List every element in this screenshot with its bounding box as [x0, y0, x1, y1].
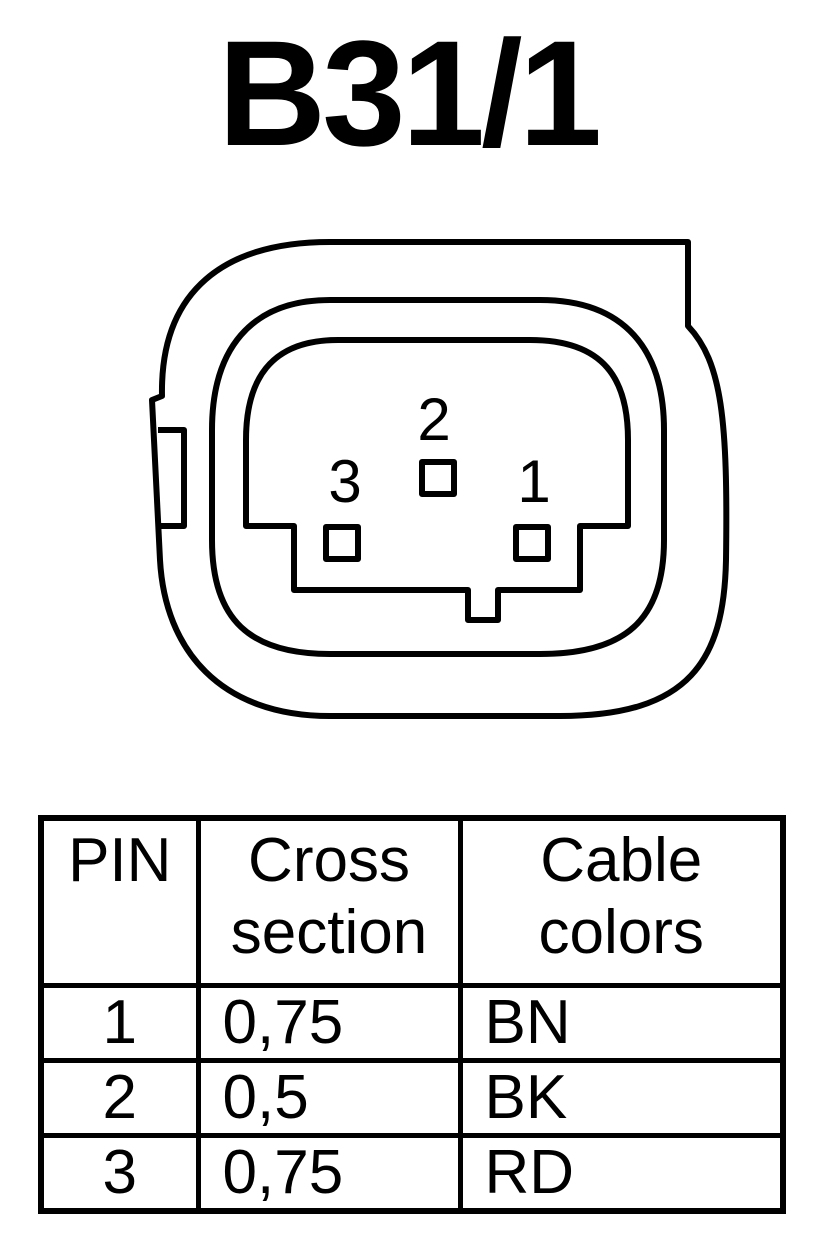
table-row: 2 0,5 BK [38, 1058, 786, 1138]
header-pin-label: PIN [68, 826, 172, 895]
cell-cross-section: 0,75 [195, 1133, 463, 1214]
header-cable-colors: Cable colors [457, 815, 786, 988]
pin-1-contact [513, 524, 551, 562]
cell-cable-color: BK [457, 1058, 786, 1138]
header-pin: PIN [38, 815, 201, 988]
latch-tab [158, 427, 187, 529]
connector-face-diagram: 2 3 1 [149, 239, 730, 719]
pin-2-contact [419, 459, 457, 497]
pin-2-label: 2 [417, 386, 450, 453]
connector-title: B31/1 [217, 9, 602, 177]
cell-cable-color: RD [457, 1133, 786, 1214]
header-cross-section-line-2: section [230, 898, 428, 967]
connector-housing-outline [149, 239, 730, 719]
cell-pin: 1 [38, 983, 201, 1063]
cell-cable-color: BN [457, 983, 786, 1063]
pin-assignment-table: PIN Cross section Cable colors 1 0,75 BN… [38, 815, 786, 1214]
header-cross-section: Cross section [195, 815, 463, 988]
header-cable-colors-line-1: Cable [540, 826, 703, 895]
header-cable-colors-line-2: colors [538, 898, 704, 967]
pin-1-label: 1 [517, 448, 550, 515]
cell-pin: 3 [38, 1133, 201, 1214]
table-row: 3 0,75 RD [38, 1133, 786, 1214]
inner-rim [209, 297, 667, 657]
pin-3-contact [323, 524, 361, 562]
cell-cross-section: 0,5 [195, 1058, 463, 1138]
table-row: 1 0,75 BN [38, 983, 786, 1063]
header-cross-section-line-1: Cross [248, 826, 410, 895]
pin-3-label: 3 [328, 448, 361, 515]
cell-cross-section: 0,75 [195, 983, 463, 1063]
table-header-row: PIN Cross section Cable colors [38, 815, 786, 988]
cell-pin: 2 [38, 1058, 201, 1138]
pin-cavity [243, 337, 631, 623]
